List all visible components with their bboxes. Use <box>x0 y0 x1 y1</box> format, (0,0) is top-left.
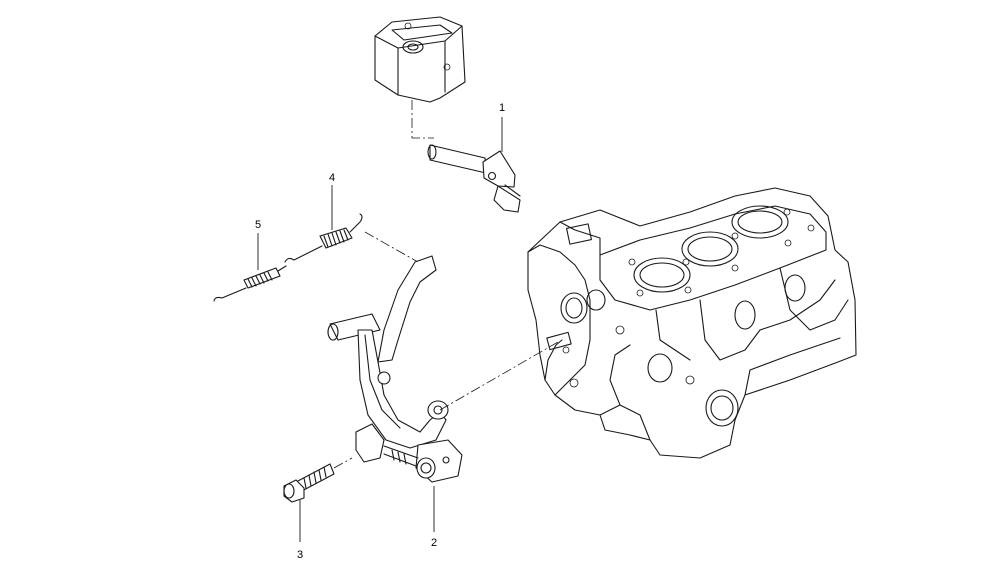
centerline-bolt-to-lever <box>333 457 353 469</box>
centerline-cover-to-shaft <box>411 100 434 139</box>
callout-1: 1 <box>499 102 505 114</box>
engine-block <box>527 187 857 459</box>
callout-2: 2 <box>431 537 437 549</box>
cylinder-bore-3 <box>731 205 789 239</box>
part-4-spring <box>284 213 363 263</box>
callout-5: 5 <box>255 219 261 231</box>
part-1-governor-shaft <box>427 144 521 213</box>
centerline-lever-to-engine <box>439 341 559 411</box>
callout-3: 3 <box>297 549 303 561</box>
part-5-spring <box>213 265 287 302</box>
centerline-spring-to-lever <box>364 231 419 263</box>
part-2-governor-lever <box>327 255 463 483</box>
part-1-governor-cover <box>374 16 466 103</box>
cylinder-bore-2 <box>681 231 739 267</box>
part-3-bolt <box>283 463 335 503</box>
callout-4: 4 <box>329 172 335 184</box>
cylinder-bore-1 <box>633 257 691 293</box>
